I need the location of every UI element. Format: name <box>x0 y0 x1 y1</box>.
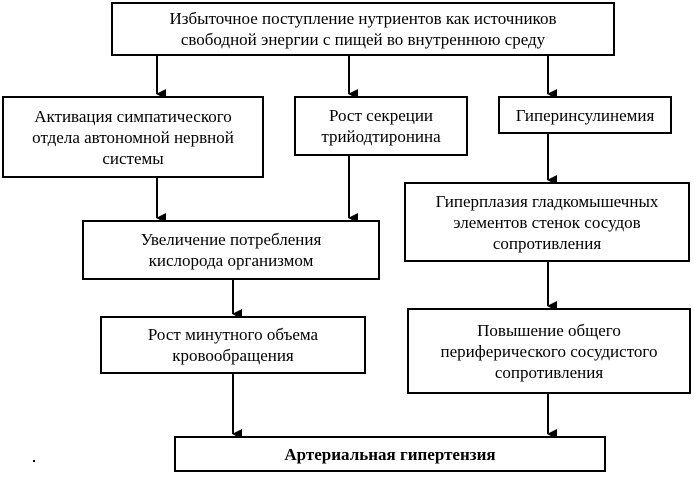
node-sympathetic: Активация симпатического отдела автономн… <box>2 96 264 178</box>
node-resistance: Повышение общего периферического сосудис… <box>407 308 691 394</box>
node-hypertension-label: Артериальная гипертензия <box>284 444 496 464</box>
node-top: Избыточное поступление нутриентов как ис… <box>111 2 615 56</box>
node-top-label: Избыточное поступление нутриентов как ис… <box>169 9 557 49</box>
node-hyperinsulinemia-label: Гиперинсулинемия <box>515 105 655 125</box>
node-hypertension: Артериальная гипертензия <box>174 436 606 472</box>
node-triiodothyronine-label: Рост секреции трийодтиронина <box>321 106 441 146</box>
node-cardiac-output-label: Рост минутного объема кровообращения <box>147 325 319 365</box>
node-hyperinsulinemia: Гиперинсулинемия <box>498 96 672 134</box>
node-oxygen-label: Увеличение потребления кислорода организ… <box>140 230 322 270</box>
node-hyperplasia-label: Гиперплазия гладкомышечных элементов сте… <box>435 191 659 253</box>
node-triiodothyronine: Рост секреции трийодтиронина <box>294 96 468 156</box>
node-resistance-label: Повышение общего периферического сосудис… <box>440 320 658 382</box>
node-hyperplasia: Гиперплазия гладкомышечных элементов сте… <box>404 182 690 262</box>
node-oxygen: Увеличение потребления кислорода организ… <box>82 220 380 280</box>
node-cardiac-output: Рост минутного объема кровообращения <box>100 316 366 374</box>
node-sympathetic-label: Активация симпатического отдела автономн… <box>32 106 234 168</box>
stray-dot <box>33 460 35 462</box>
